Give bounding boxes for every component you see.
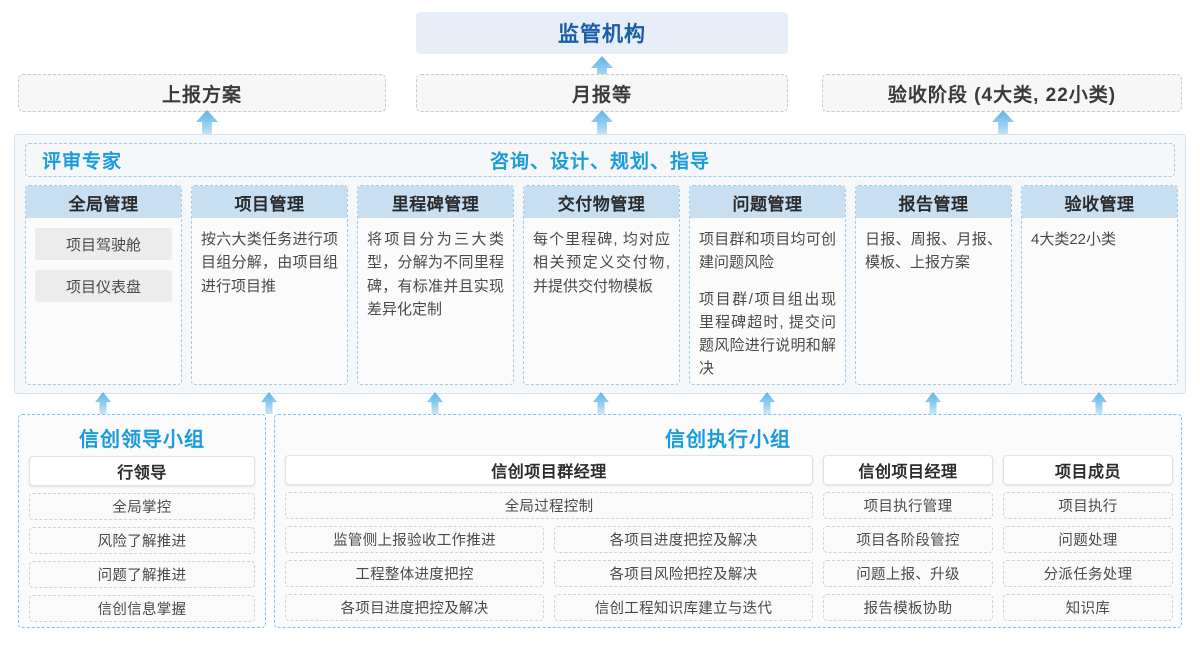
capability-column-global-management: 全局管理 项目驾驶舱 项目仪表盘 (25, 185, 182, 385)
capability-column-acceptance-management: 验收管理 4大类22小类 (1021, 185, 1178, 385)
task-item-global-process-control[interactable]: 全局过程控制 (285, 492, 813, 519)
column-header: 问题管理 (690, 186, 845, 218)
task-item[interactable]: 问题处理 (1003, 526, 1173, 553)
column-paragraph: 按六大类任务进行项目组分解，由项目组进行项目推 (201, 231, 338, 295)
regulator-label: 监管机构 (558, 23, 646, 46)
deliverable-label: 验收阶段 (4大类, 22小类) (887, 84, 1117, 106)
block-project-member: 项目成员 项目执行 问题处理 分派任务处理 知识库 (1003, 455, 1173, 621)
deliverable-box-acceptance-stage: 验收阶段 (4大类, 22小类) (822, 74, 1182, 112)
task-item[interactable]: 各项目进度把控及解决 (554, 526, 813, 553)
capability-column-report-management: 报告管理 日报、周报、月报、模板、上报方案 (855, 185, 1012, 385)
column-body: 每个里程碑, 均对应相关预定义交付物, 并提供交付物模板 (524, 218, 679, 306)
arrow-up-to-monthly-report (591, 110, 613, 136)
column-paragraph: 每个里程碑, 均对应相关预定义交付物, 并提供交付物模板 (533, 231, 670, 295)
column-paragraph: 4大类22小类 (1031, 231, 1117, 248)
band-center-title: 咨询、设计、规划、指导 (489, 151, 710, 173)
band-header: 评审专家 咨询、设计、规划、指导 (25, 143, 1175, 177)
block-project-manager: 信创项目经理 项目执行管理 项目各阶段管控 问题上报、升级 报告模板协助 (823, 455, 993, 621)
task-item[interactable]: 问题上报、升级 (823, 560, 993, 587)
task-item[interactable]: 报告模板协助 (823, 594, 993, 621)
task-item[interactable]: 工程整体进度把控 (285, 560, 544, 587)
column-body: 4大类22小类 (1022, 218, 1177, 259)
task-item[interactable]: 监管侧上报验收工作推进 (285, 526, 544, 553)
task-item[interactable]: 全局掌控 (29, 493, 255, 520)
task-item[interactable]: 信创工程知识库建立与迭代 (554, 594, 813, 621)
deliverable-box-report-plan: 上报方案 (18, 74, 386, 112)
arrow-up-col-3 (427, 392, 443, 414)
task-item[interactable]: 问题了解推进 (29, 561, 255, 588)
task-item[interactable]: 各项目风险把控及解决 (554, 560, 813, 587)
group-title: 信创执行小组 (665, 429, 791, 451)
arrow-up-col-7 (1091, 392, 1107, 414)
task-item[interactable]: 知识库 (1003, 594, 1173, 621)
arrow-up-to-acceptance-stage (992, 110, 1014, 136)
program-manager-tasks-left: 监管侧上报验收工作推进 工程整体进度把控 各项目进度把控及解决 (285, 519, 544, 621)
column-body: 项目驾驶舱 项目仪表盘 (26, 218, 181, 320)
capability-column-milestone-management: 里程碑管理 将项目分为三大类型，分解为不同里程碑，有标准并且实现差异化定制 (357, 185, 514, 385)
capability-column-issue-management: 问题管理 项目群和项目均可创建问题风险 项目群/项目组出现里程碑超时, 提交问题… (689, 185, 846, 385)
role-header-project-manager: 信创项目经理 (823, 455, 993, 485)
arrow-up-col-1 (95, 392, 111, 414)
column-paragraph: 项目群和项目均可创建问题风险 (699, 231, 836, 272)
arrow-up-col-6 (925, 392, 941, 414)
block-program-manager: 信创项目群经理 全局过程控制 监管侧上报验收工作推进 工程整体进度把控 各项目进… (285, 455, 813, 621)
task-item[interactable]: 项目执行 (1003, 492, 1173, 519)
regulator-box: 监管机构 (416, 12, 788, 54)
capability-column-project-management: 项目管理 按六大类任务进行项目组分解，由项目组进行项目推 (191, 185, 348, 385)
task-item[interactable]: 风险了解推进 (29, 527, 255, 554)
arrow-up-col-2 (261, 392, 277, 414)
task-item[interactable]: 各项目进度把控及解决 (285, 594, 544, 621)
role-header-project-member: 项目成员 (1003, 455, 1173, 485)
task-item[interactable]: 项目各阶段管控 (823, 526, 993, 553)
task-item[interactable]: 信创信息掌握 (29, 595, 255, 622)
task-item[interactable]: 分派任务处理 (1003, 560, 1173, 587)
column-header: 报告管理 (856, 186, 1011, 218)
column-header: 全局管理 (26, 186, 181, 218)
column-paragraph: 将项目分为三大类型，分解为不同里程碑，有标准并且实现差异化定制 (367, 231, 504, 318)
program-manager-tasks-right: 各项目进度把控及解决 各项目风险把控及解决 信创工程知识库建立与迭代 (554, 519, 813, 621)
role-header-bank-leader: 行领导 (29, 456, 255, 486)
group-leading: 信创领导小组 行领导 全局掌控 风险了解推进 问题了解推进 信创信息掌握 (18, 414, 266, 628)
column-header: 验收管理 (1022, 186, 1177, 218)
task-item[interactable]: 项目执行管理 (823, 492, 993, 519)
column-body: 按六大类任务进行项目组分解，由项目组进行项目推 (192, 218, 347, 306)
program-manager-task-columns: 监管侧上报验收工作推进 工程整体进度把控 各项目进度把控及解决 各项目进度把控及… (285, 519, 813, 621)
column-header: 项目管理 (192, 186, 347, 218)
group-body: 行领导 全局掌控 风险了解推进 问题了解推进 信创信息掌握 (19, 456, 265, 632)
arrow-up-col-4 (593, 392, 609, 414)
chip-project-cockpit[interactable]: 项目驾驶舱 (35, 228, 172, 260)
deliverable-box-monthly-report: 月报等 (416, 74, 788, 112)
group-title: 信创领导小组 (79, 429, 205, 451)
column-paragraph: 日报、周报、月报、模板、上报方案 (865, 231, 1002, 272)
column-body: 日报、周报、月报、模板、上报方案 (856, 218, 1011, 283)
column-paragraph: 项目群/项目组出现里程碑超时, 提交问题风险进行说明和解决 (699, 290, 836, 378)
arrow-up-col-5 (759, 392, 775, 414)
chip-project-dashboard[interactable]: 项目仪表盘 (35, 270, 172, 302)
column-header: 里程碑管理 (358, 186, 513, 218)
column-body: 项目群和项目均可创建问题风险 项目群/项目组出现里程碑超时, 提交问题风险进行说… (690, 218, 845, 384)
capability-column-deliverable-management: 交付物管理 每个里程碑, 均对应相关预定义交付物, 并提供交付物模板 (523, 185, 680, 385)
deliverable-label: 月报等 (571, 84, 632, 106)
column-header: 交付物管理 (524, 186, 679, 218)
capability-band: 评审专家 咨询、设计、规划、指导 全局管理 项目驾驶舱 项目仪表盘 项目管理 按… (14, 134, 1186, 394)
deliverable-label: 上报方案 (161, 84, 242, 106)
column-body: 将项目分为三大类型，分解为不同里程碑，有标准并且实现差异化定制 (358, 218, 513, 329)
role-header-program-manager: 信创项目群经理 (285, 455, 813, 485)
group-execution: 信创执行小组 信创项目群经理 全局过程控制 监管侧上报验收工作推进 工程整体进度… (274, 414, 1182, 628)
arrow-up-to-report-plan (196, 110, 218, 136)
band-left-title: 评审专家 (42, 151, 123, 173)
